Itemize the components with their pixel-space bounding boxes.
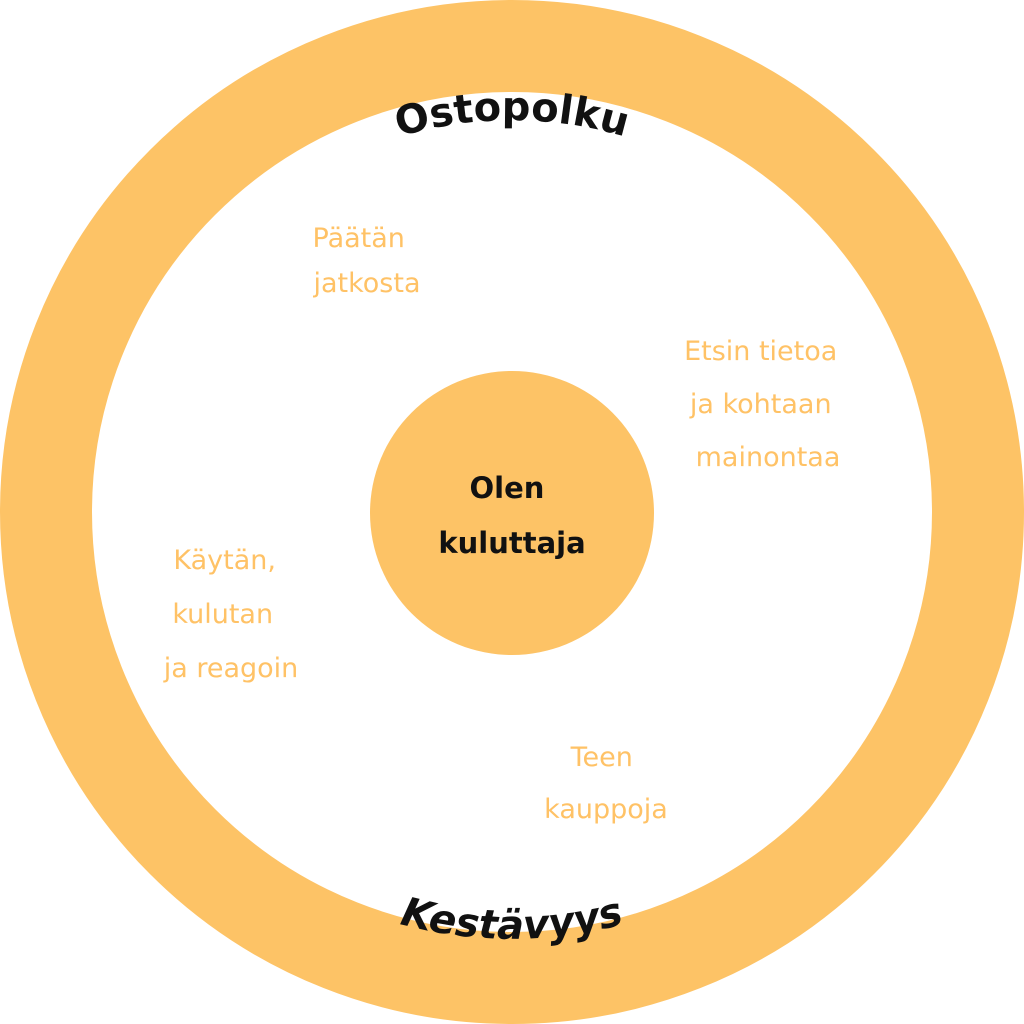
step-search: Etsin tietoa ja kohtaan mainontaa	[684, 336, 846, 473]
core-label: Olen kuluttaja	[438, 471, 585, 560]
step-decide-line-2: jatkosta	[312, 268, 420, 299]
ring-label-bottom: Kestävyys	[397, 889, 627, 949]
step-use-line-3: ja reagoin	[163, 653, 299, 684]
step-decide-line-1: Päätän	[313, 223, 405, 254]
core-circle	[370, 371, 654, 655]
ring-label-top: Ostopolku	[390, 84, 634, 146]
step-search-line-3: mainontaa	[696, 442, 841, 473]
step-search-line-1: Etsin tietoa	[684, 336, 837, 367]
step-buy-line-2: kauppoja	[544, 794, 668, 825]
step-use-line-1: Käytän,	[173, 545, 276, 576]
step-use-line-2: kulutan	[172, 599, 273, 630]
step-buy-line-1: Teen	[570, 742, 633, 773]
core-label-line-1: Olen	[469, 471, 544, 505]
ring-label-bottom-text: Kestävyys	[397, 889, 627, 949]
step-search-line-2: ja kohtaan	[689, 389, 832, 420]
step-decide: Päätän jatkosta	[312, 223, 420, 299]
core-label-line-2: kuluttaja	[438, 526, 585, 560]
step-use: Käytän, kulutan ja reagoin	[163, 545, 299, 684]
ring-label-top-text: Ostopolku	[390, 84, 634, 146]
step-buy: Teen kauppoja	[544, 742, 668, 825]
